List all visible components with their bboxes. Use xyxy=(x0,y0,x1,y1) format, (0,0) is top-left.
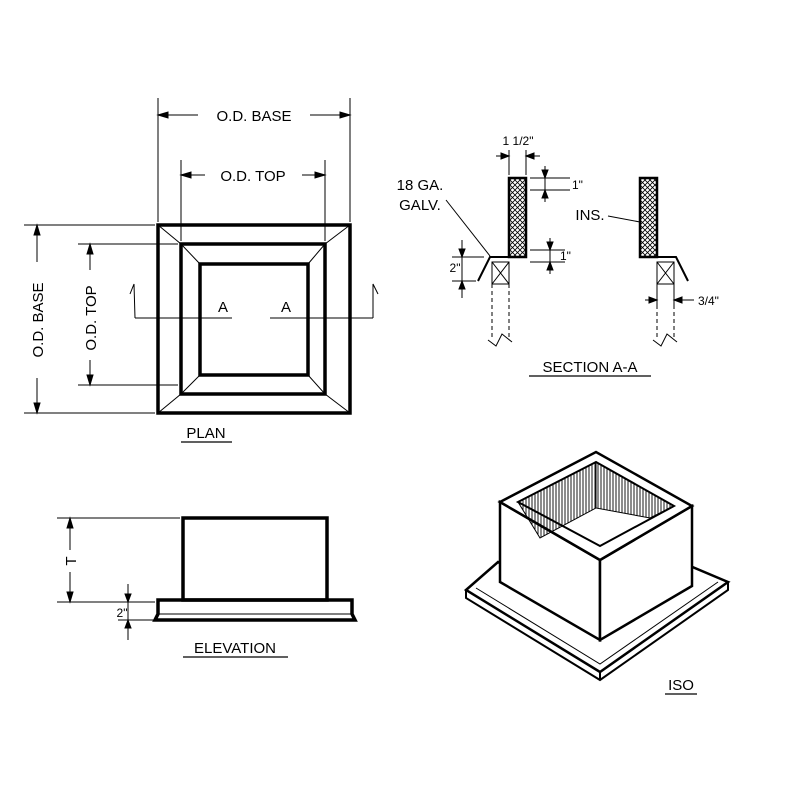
dim-elevation-base xyxy=(118,584,155,640)
dim-nailer-label: 3/4" xyxy=(698,294,719,308)
od-base-label-vertical: O.D. BASE xyxy=(30,282,47,357)
insulation-leader-line xyxy=(607,215,641,223)
plan-view: A A O.D. BASE O.D. TOP xyxy=(24,98,379,443)
section-left-nailer xyxy=(491,261,510,285)
dim-top-one-inch-label: 1" xyxy=(572,178,583,192)
plan-top-inner xyxy=(198,262,310,377)
dim-base-two-inch-label: 2" xyxy=(450,261,461,275)
iso-title: ISO xyxy=(668,677,694,694)
elevation-view: T 2" ELEVATION xyxy=(57,516,358,658)
section-right-nailer xyxy=(656,261,675,285)
material-galv-label: GALV. xyxy=(399,197,441,214)
section-left-insulated-wall xyxy=(507,176,528,259)
galv-leader-line xyxy=(445,199,491,257)
od-base-vertical-dim xyxy=(24,223,155,415)
section-mark-left: A xyxy=(218,299,228,316)
plan-corner-lines xyxy=(157,224,351,414)
section-left-stud xyxy=(487,284,513,347)
section-right-insulated-wall xyxy=(638,176,659,259)
od-top-label-horizontal: O.D. TOP xyxy=(220,168,285,185)
material-gauge-label: 18 GA. xyxy=(397,177,444,194)
section-cut-line xyxy=(129,283,379,319)
dim-elevation-base-label: 2" xyxy=(117,606,128,620)
dim-wall-width xyxy=(496,150,540,175)
dim-top-one-inch xyxy=(530,166,570,202)
elevation-curb-body xyxy=(181,516,329,602)
dim-base-two-inch xyxy=(452,240,484,298)
dim-wall-width-label: 1 1/2" xyxy=(503,134,534,148)
dim-mid-one-inch xyxy=(530,238,565,274)
dim-height-label: T xyxy=(63,556,80,565)
od-base-label-horizontal: O.D. BASE xyxy=(216,108,291,125)
section-mark-right: A xyxy=(281,299,291,316)
plan-title: PLAN xyxy=(186,425,225,442)
plan-top-outer xyxy=(179,242,327,396)
insulation-label: INS. xyxy=(575,207,604,224)
dim-nailer xyxy=(645,286,694,306)
od-top-vertical-dim xyxy=(78,242,178,387)
section-title: SECTION A-A xyxy=(542,359,637,376)
section-left-flange xyxy=(477,256,509,282)
dim-mid-one-inch-label: 1" xyxy=(560,249,571,263)
od-top-horizontal-dim xyxy=(179,160,327,241)
section-right-flange xyxy=(657,256,689,282)
section-a-a: 1 1/2" 1" 1" 2" xyxy=(397,134,719,377)
od-top-label-vertical: O.D. TOP xyxy=(83,285,100,350)
plan-outer-base xyxy=(156,223,352,415)
elevation-base-flange xyxy=(152,598,358,622)
elevation-title: ELEVATION xyxy=(194,640,276,657)
iso-view: ISO xyxy=(463,450,731,695)
od-base-horizontal-dim xyxy=(156,98,352,222)
